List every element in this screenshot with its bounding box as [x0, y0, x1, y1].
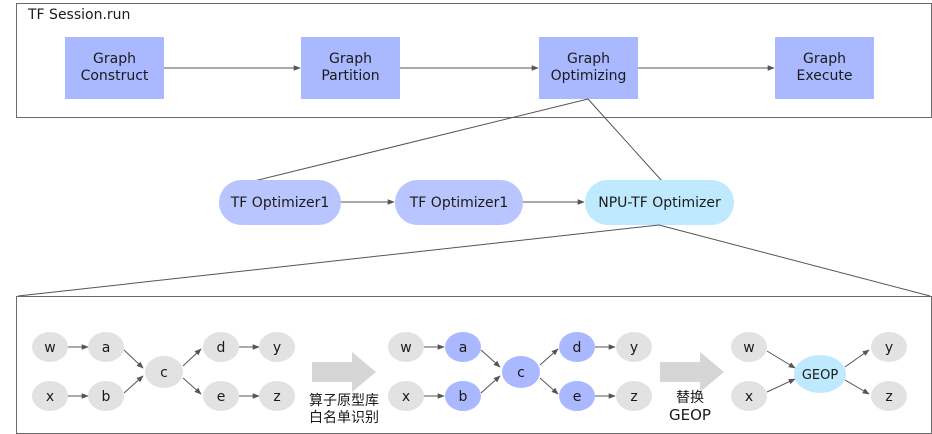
svg-text:a: a: [102, 340, 111, 356]
graph3-node-y: y: [871, 332, 907, 362]
arrow-right-icon: [660, 352, 724, 392]
session-title: TF Session.run: [27, 7, 130, 23]
graph2-edges: [424, 344, 616, 399]
svg-text:y: y: [273, 340, 281, 356]
optimizer-1: TF Optimizer1: [219, 180, 341, 225]
graph1-node-w: w: [32, 332, 68, 362]
graph1-node-a: a: [88, 332, 124, 362]
graph2-node-z: z: [616, 381, 652, 411]
arrow2-label-line2: GEOP: [669, 406, 711, 424]
graph2-node-b: b: [445, 381, 481, 411]
svg-text:z: z: [885, 389, 892, 405]
zoom-lines-bottom: [17, 224, 931, 297]
svg-text:GEOP: GEOP: [802, 368, 839, 383]
stage-line2: Execute: [797, 68, 853, 84]
svg-text:z: z: [273, 389, 280, 405]
svg-text:x: x: [745, 389, 753, 405]
arrow1-label-line2: 白名单识别: [309, 410, 379, 426]
graph2-node-w: w: [388, 332, 424, 362]
stage-line2: Partition: [321, 68, 379, 84]
svg-text:x: x: [46, 389, 54, 405]
graph1-node-y: y: [259, 332, 295, 362]
graph2-node-x: x: [388, 381, 424, 411]
optimizer-label: NPU-TF Optimizer: [598, 195, 721, 211]
graph3: w x GEOP y z: [731, 332, 907, 411]
stage-graph-construct: Graph Construct: [65, 37, 164, 99]
stage-graph-optimizing: Graph Optimizing: [539, 37, 638, 99]
svg-text:c: c: [517, 365, 525, 381]
graph3-node-z: z: [871, 381, 907, 411]
svg-text:b: b: [102, 389, 111, 405]
svg-text:d: d: [573, 340, 582, 356]
graph1-node-x: x: [32, 381, 68, 411]
graph1-node-z: z: [259, 381, 295, 411]
svg-text:b: b: [459, 389, 468, 405]
graph2-node-a: a: [445, 332, 481, 362]
graph3-node-geop: GEOP: [794, 355, 846, 393]
graph1-node-d: d: [203, 332, 239, 362]
optimizer-2: TF Optimizer1: [395, 180, 523, 225]
graph2-node-c: c: [502, 356, 540, 388]
svg-text:a: a: [459, 340, 468, 356]
stage-line1: Graph: [93, 51, 136, 67]
transform-arrow-1: 算子原型库 白名单识别: [309, 352, 379, 426]
graph1-node-b: b: [88, 381, 124, 411]
svg-text:y: y: [630, 340, 638, 356]
graph2-node-d: d: [559, 332, 595, 362]
stage-graph-execute: Graph Execute: [775, 37, 874, 99]
stage-line1: Graph: [567, 51, 610, 67]
graph3-edges: [766, 349, 870, 395]
svg-text:e: e: [217, 389, 226, 405]
graph3-node-x: x: [731, 381, 767, 411]
stage-line2: Optimizing: [551, 68, 627, 84]
optimizer-label: TF Optimizer1: [409, 195, 509, 211]
stage-line2: Construct: [81, 68, 149, 84]
svg-text:c: c: [160, 365, 168, 381]
svg-text:d: d: [217, 340, 226, 356]
graph1-node-c: c: [145, 356, 183, 388]
svg-text:y: y: [885, 340, 893, 356]
svg-text:w: w: [400, 340, 411, 356]
transform-arrow-2: 替换 GEOP: [660, 352, 724, 424]
svg-text:e: e: [573, 389, 582, 405]
optimizer-npu: NPU-TF Optimizer: [585, 180, 734, 225]
svg-text:w: w: [44, 340, 55, 356]
optimizer-label: TF Optimizer1: [230, 195, 330, 211]
arrow2-label-line1: 替换: [676, 389, 704, 406]
graph3-node-w: w: [731, 332, 767, 362]
stage-graph-partition: Graph Partition: [301, 37, 400, 99]
graph2-node-e: e: [559, 381, 595, 411]
graph1-edges: [68, 344, 260, 399]
svg-text:z: z: [630, 389, 637, 405]
graph2-node-y: y: [616, 332, 652, 362]
svg-text:w: w: [743, 340, 754, 356]
graph1: w a x b c d y e z: [32, 332, 295, 411]
graph2: w a x b c d y e z: [388, 332, 652, 411]
arrow-right-icon: [312, 352, 376, 392]
graph1-node-e: e: [203, 381, 239, 411]
stage-line1: Graph: [329, 51, 372, 67]
zoom-lines-top: [253, 98, 663, 182]
arrow1-label-line1: 算子原型库: [309, 393, 379, 409]
stage-line1: Graph: [803, 51, 846, 67]
svg-text:x: x: [402, 389, 410, 405]
